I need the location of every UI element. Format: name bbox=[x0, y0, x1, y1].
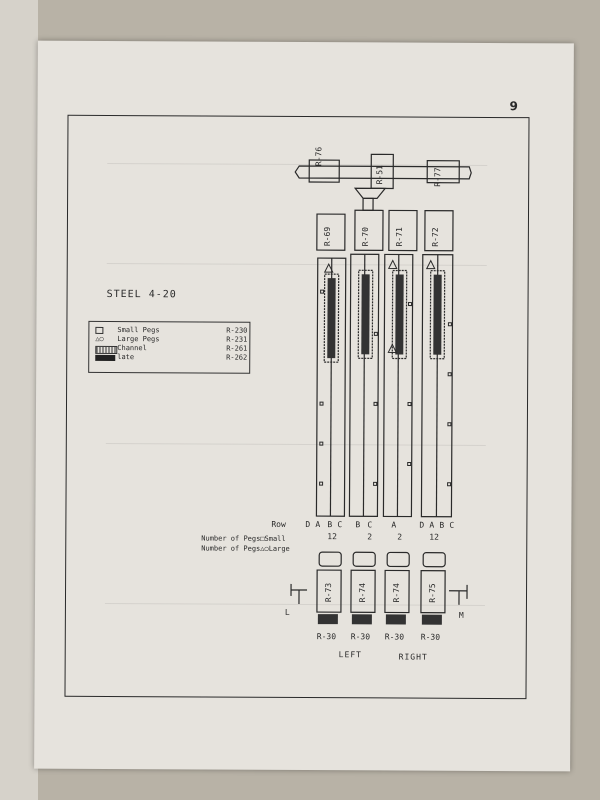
bottom-code: R-30 bbox=[420, 632, 441, 642]
right-clamp bbox=[449, 584, 468, 605]
bottom-bracket bbox=[318, 551, 342, 567]
plate bbox=[327, 278, 336, 359]
small-peg bbox=[319, 481, 324, 486]
top-part-label: R-51 bbox=[375, 165, 385, 185]
small-pegs-count: 2 bbox=[397, 532, 403, 542]
bottom-part-box bbox=[384, 569, 410, 614]
bottom-code: R-30 bbox=[384, 632, 405, 642]
small-pegs-count: 2 bbox=[367, 532, 373, 542]
small-peg bbox=[447, 422, 452, 427]
bottom-plate bbox=[351, 614, 372, 625]
footer-right-label: RIGHT bbox=[398, 652, 428, 662]
plate bbox=[395, 274, 404, 355]
small-peg bbox=[373, 331, 378, 336]
bottom-part-box bbox=[420, 570, 446, 614]
plate bbox=[361, 274, 370, 355]
small-peg bbox=[320, 289, 325, 294]
small-pegs-count: 12 bbox=[327, 532, 337, 542]
row-letter: D bbox=[305, 520, 311, 530]
column-cap-label: R-69 bbox=[322, 226, 332, 247]
row-label: Row bbox=[271, 519, 286, 529]
large-peg bbox=[387, 259, 398, 269]
bottom-code: R-30 bbox=[350, 632, 371, 642]
top-part-box bbox=[426, 160, 460, 184]
side-label-left: L bbox=[284, 607, 290, 617]
document-page: 9 STEEL 4-20 Small Pegs R-230 △○ Large P… bbox=[34, 40, 574, 772]
large-peg bbox=[425, 259, 436, 270]
column-cap-label: R-72 bbox=[430, 227, 440, 247]
plate bbox=[433, 274, 442, 355]
row-letter: B bbox=[355, 520, 361, 530]
top-part-box bbox=[308, 159, 340, 183]
bottom-part-label: R-73 bbox=[323, 582, 334, 603]
small-peg bbox=[447, 372, 452, 377]
small-peg bbox=[407, 402, 412, 407]
small-peg bbox=[447, 322, 452, 327]
row-letter: B bbox=[327, 520, 333, 530]
small-peg bbox=[408, 302, 413, 307]
channel bbox=[357, 269, 374, 359]
column-cap bbox=[316, 213, 346, 251]
column-cap-label: R-70 bbox=[360, 227, 370, 247]
row-letter: C bbox=[367, 520, 373, 530]
background-page-left bbox=[0, 0, 38, 800]
bottom-part-box bbox=[316, 569, 342, 613]
side-label-right: M bbox=[458, 610, 464, 620]
row-letter: D bbox=[419, 520, 425, 530]
bottom-part-box bbox=[350, 569, 376, 613]
large-peg bbox=[387, 343, 398, 353]
row-letter: B bbox=[439, 520, 445, 530]
top-part-label: R-77 bbox=[433, 167, 443, 187]
small-pegs-count: 12 bbox=[429, 532, 439, 542]
footer-left-label: LEFT bbox=[338, 650, 362, 660]
column-cap bbox=[424, 210, 454, 252]
bottom-bracket bbox=[422, 552, 446, 568]
small-peg bbox=[407, 462, 412, 467]
large-pegs-label: Number of Pegs△○Large bbox=[201, 544, 290, 553]
bottom-bracket bbox=[386, 551, 410, 568]
row-letter: A bbox=[315, 520, 321, 530]
small-peg bbox=[373, 481, 378, 486]
bottom-bracket bbox=[352, 551, 376, 567]
bottom-code: R-30 bbox=[316, 632, 337, 642]
bottom-part-label: R-75 bbox=[427, 583, 438, 603]
bottom-part-label: R-74 bbox=[357, 583, 368, 603]
left-clamp bbox=[290, 583, 308, 604]
channel bbox=[391, 269, 408, 360]
bottom-plate bbox=[317, 614, 338, 625]
connector-wedge bbox=[353, 187, 387, 199]
bottom-plate bbox=[385, 614, 406, 625]
row-letter: C bbox=[337, 520, 343, 530]
channel bbox=[429, 270, 446, 360]
column-cap bbox=[354, 209, 384, 252]
small-peg bbox=[319, 441, 324, 446]
large-peg bbox=[323, 263, 334, 273]
channel bbox=[323, 273, 340, 363]
steel-assembly-diagram bbox=[290, 153, 472, 625]
small-pegs-label: Number of Pegs□Small bbox=[201, 534, 286, 543]
bottom-part-label: R-74 bbox=[391, 583, 402, 603]
column-cap bbox=[388, 209, 418, 252]
connector-stem bbox=[362, 197, 374, 211]
row-letter: C bbox=[449, 520, 455, 530]
small-peg bbox=[319, 401, 324, 406]
small-peg bbox=[373, 401, 378, 406]
top-part-label: R-76 bbox=[314, 146, 324, 167]
column-cap-label: R-71 bbox=[394, 227, 404, 247]
top-crossbar bbox=[294, 165, 472, 180]
bottom-plate bbox=[421, 614, 442, 625]
small-peg bbox=[447, 482, 452, 487]
row-letter: A bbox=[391, 520, 397, 530]
row-letter: A bbox=[429, 520, 435, 530]
